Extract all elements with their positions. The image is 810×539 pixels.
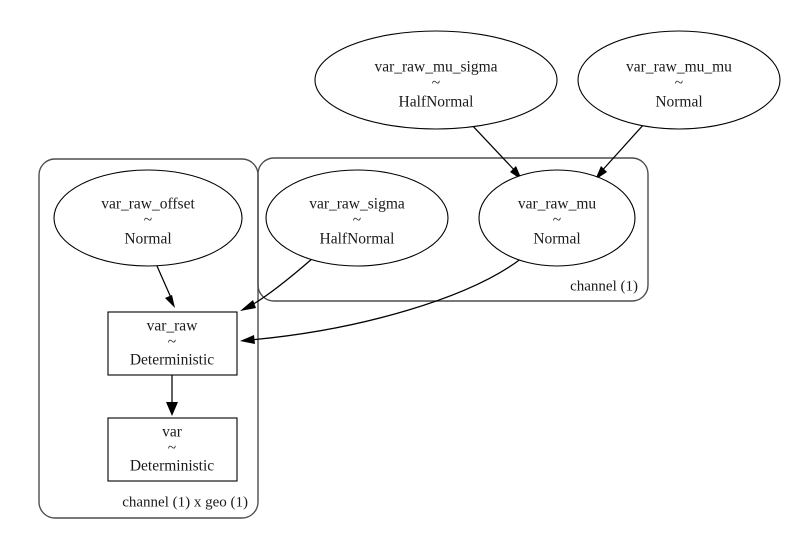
node-var-raw-sigma-tilde: ~ — [353, 212, 361, 229]
node-var-raw-tilde: ~ — [168, 334, 176, 351]
node-var[interactable]: var ~ Deterministic — [107, 417, 238, 482]
node-var-raw-mu-mu-ellipse[interactable] — [577, 30, 781, 130]
node-var-raw-name: var_raw — [147, 318, 199, 335]
node-var-raw-mu-distribution: Normal — [533, 231, 580, 248]
node-var-raw-offset-ellipse[interactable] — [53, 169, 243, 267]
edge-var-raw-mu-mu-to-var-raw-mu — [595, 122, 646, 180]
node-var-raw-mu-sigma-name: var_raw_mu_sigma — [374, 59, 497, 76]
node-var-name: var — [162, 424, 183, 441]
node-var-distribution: Deterministic — [130, 458, 214, 475]
node-var-raw-sigma-name: var_raw_sigma — [309, 196, 405, 213]
plate-channel: channel (1) — [257, 157, 649, 302]
edge-var-raw-mu-to-var-raw — [240, 257, 523, 344]
edge-var-raw-mu-sigma-to-var-raw-mu — [469, 122, 522, 180]
node-var-raw-mu-mu-distribution: Normal — [655, 94, 702, 111]
node-var-raw-mu[interactable]: var_raw_mu ~ Normal — [478, 169, 636, 267]
edge-var-raw-to-var — [166, 375, 178, 416]
node-var-raw-offset-distribution: Normal — [124, 231, 171, 248]
node-var-raw-offset[interactable]: var_raw_offset ~ Normal — [53, 169, 243, 267]
node-var-raw-rect[interactable] — [107, 311, 238, 376]
node-var-raw-offset-tilde: ~ — [144, 212, 152, 229]
node-var-raw-mu-sigma-ellipse[interactable] — [314, 30, 558, 130]
node-var-raw[interactable]: var_raw ~ Deterministic — [107, 311, 238, 376]
node-var-raw-mu-mu[interactable]: var_raw_mu_mu ~ Normal — [577, 30, 781, 130]
plate-channel-geo-label: channel (1) x geo (1) — [122, 494, 248, 510]
node-var-rect[interactable] — [107, 417, 238, 482]
node-var-raw-mu-mu-name: var_raw_mu_mu — [626, 59, 732, 76]
node-var-raw-sigma-ellipse[interactable] — [265, 169, 449, 267]
node-var-raw-mu-tilde: ~ — [553, 212, 561, 229]
node-var-raw-sigma-distribution: HalfNormal — [320, 231, 395, 248]
node-var-raw-mu-name: var_raw_mu — [518, 196, 597, 213]
plate-channel-geo-border — [38, 158, 259, 519]
node-var-raw-offset-name: var_raw_offset — [101, 196, 195, 213]
edge-var-raw-sigma-to-var-raw — [240, 257, 314, 311]
node-var-raw-mu-sigma-tilde: ~ — [432, 75, 440, 92]
node-var-raw-mu-sigma-distribution: HalfNormal — [399, 94, 474, 111]
node-var-raw-sigma[interactable]: var_raw_sigma ~ HalfNormal — [265, 169, 449, 267]
node-var-tilde: ~ — [168, 440, 176, 457]
node-var-raw-mu-sigma[interactable]: var_raw_mu_sigma ~ HalfNormal — [314, 30, 558, 130]
plate-channel-geo: channel (1) x geo (1) — [38, 158, 259, 519]
plate-channel-border — [257, 157, 649, 302]
node-var-raw-mu-mu-tilde: ~ — [675, 75, 683, 92]
edge-var-raw-offset-to-var-raw — [156, 265, 175, 308]
node-var-raw-distribution: Deterministic — [130, 352, 214, 369]
node-var-raw-mu-ellipse[interactable] — [478, 169, 636, 267]
plate-channel-label: channel (1) — [570, 278, 638, 294]
